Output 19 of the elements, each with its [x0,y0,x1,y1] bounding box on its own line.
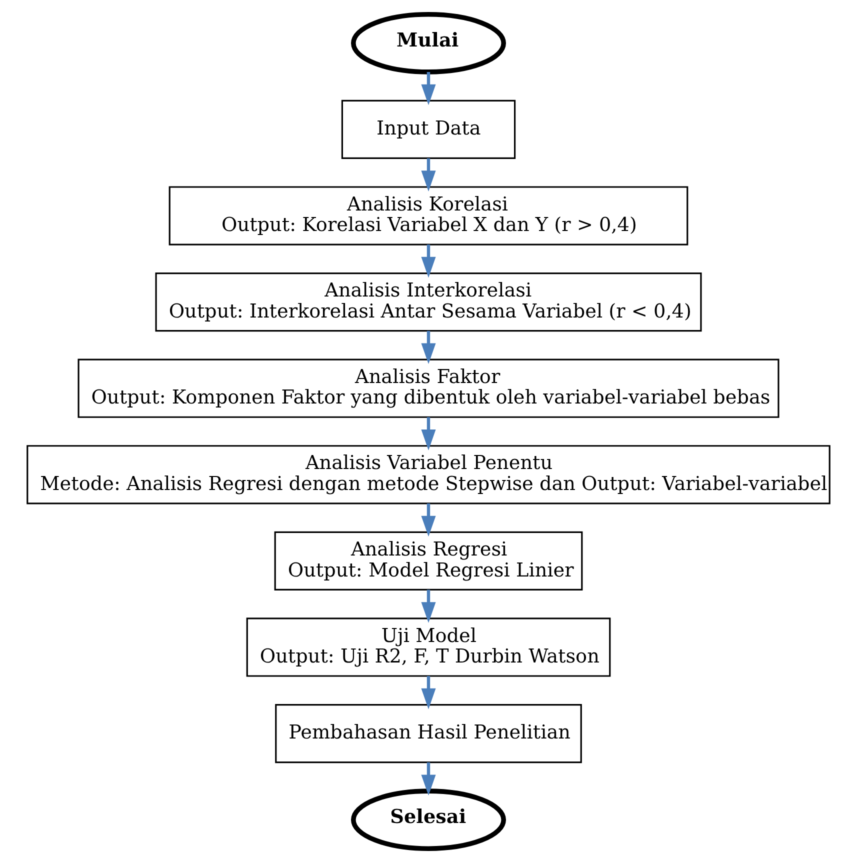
node-box: Analisis Regresi Output: Model Regresi Linier [274,531,582,590]
arrow [420,590,436,623]
node-box: Analisis Interkorelasi Output: Interkorelasi Antar Sesama Variabel (r < 0,4) [154,272,702,332]
arrow [420,762,436,796]
node-box: Uji Model Output: Uji R2, F, T Durbin Watson [246,618,610,677]
arrow [420,244,436,278]
arrow [420,417,436,450]
arrow [420,503,436,537]
node-box: Analisis Variabel Penentu Metode: Analisis Regresi dengan metode Stepwise dan Output: Variabel-variabel [26,445,830,504]
arrow [420,72,436,106]
arrow [420,158,436,192]
node-box: Input Data [340,100,516,160]
node-ellipse: Selesai [350,788,506,851]
node-box: Analisis Faktor Output: Komponen Faktor yang dibentuk oleh variabel-variabel bebas [77,358,779,418]
arrow [420,676,436,710]
node-ellipse: Mulai [350,12,506,74]
node-box: Analisis Korelasi Output: Korelasi Variabel X dan Y (r > 0,4) [168,186,688,246]
node-box: Pembahasan Hasil Penelitian [274,704,582,764]
arrow [420,330,436,364]
